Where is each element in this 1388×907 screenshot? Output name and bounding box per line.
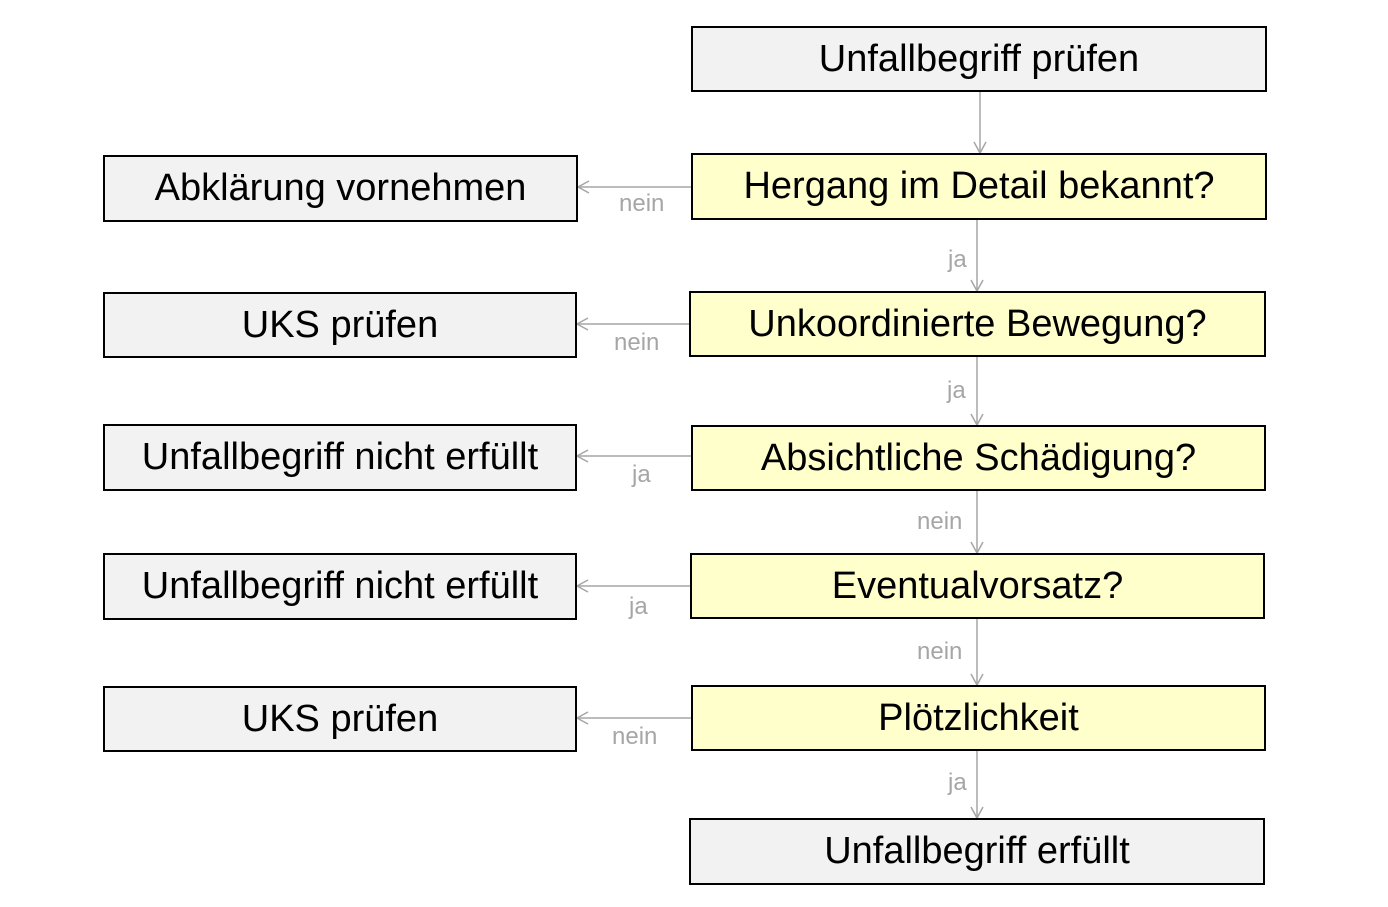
outcome-nicht-erfuellt-2: Unfallbegriff nicht erfüllt	[103, 553, 577, 620]
decision-eventualvorsatz: Eventualvorsatz?	[690, 553, 1265, 619]
outcome-uks-pruefen-1: UKS prüfen	[103, 292, 577, 358]
outcome-nicht-erfuellt-1: Unfallbegriff nicht erfüllt	[103, 424, 577, 491]
start-node: Unfallbegriff prüfen	[691, 26, 1267, 92]
edge-label-eventualvorsatz-ja: ja	[629, 593, 648, 620]
edge-label-unkoordiniert-nein: nein	[614, 329, 660, 356]
edge-label-absicht-ja: ja	[632, 461, 651, 488]
decision-unkoordinierte-bewegung: Unkoordinierte Bewegung?	[689, 291, 1266, 357]
edge-label-unkoordiniert-ja: ja	[947, 377, 966, 404]
edge-label-eventualvorsatz-nein: nein	[917, 638, 963, 665]
edge-label-absicht-nein: nein	[917, 508, 963, 535]
outcome-abklaerung: Abklärung vornehmen	[103, 155, 578, 222]
decision-ploetzlichkeit: Plötzlichkeit	[691, 685, 1266, 751]
end-node: Unfallbegriff erfüllt	[689, 818, 1265, 885]
edge-label-hergang-ja: ja	[948, 246, 967, 273]
edge-label-ploetzlich-ja: ja	[948, 769, 967, 796]
outcome-uks-pruefen-2: UKS prüfen	[103, 686, 577, 752]
edge-label-hergang-nein: nein	[619, 190, 665, 217]
decision-hergang: Hergang im Detail bekannt?	[691, 153, 1267, 220]
decision-absichtliche-schaedigung: Absichtliche Schädigung?	[691, 425, 1266, 491]
edge-label-ploetzlich-nein: nein	[612, 723, 658, 750]
